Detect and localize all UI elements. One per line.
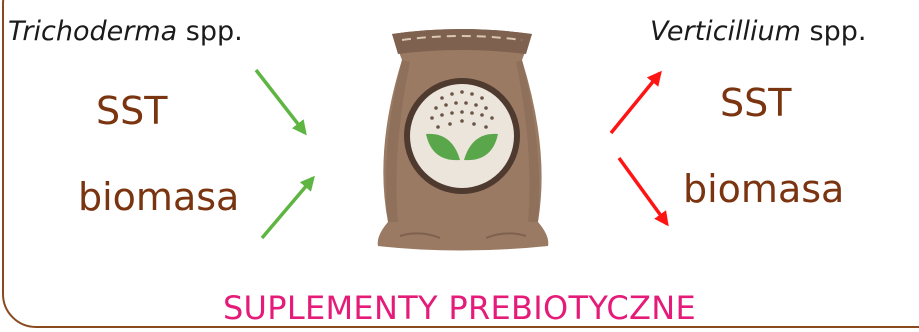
right-arrow-up-icon — [611, 73, 660, 133]
left-arrow-down-icon — [256, 70, 305, 133]
right-arrow-down-icon — [619, 158, 667, 224]
prebiotic-supplement-bag-icon — [378, 29, 549, 251]
footer-title: SUPLEMENTY PREBIOTYCZNE — [0, 292, 919, 324]
left-arrow-up-icon — [262, 178, 313, 238]
